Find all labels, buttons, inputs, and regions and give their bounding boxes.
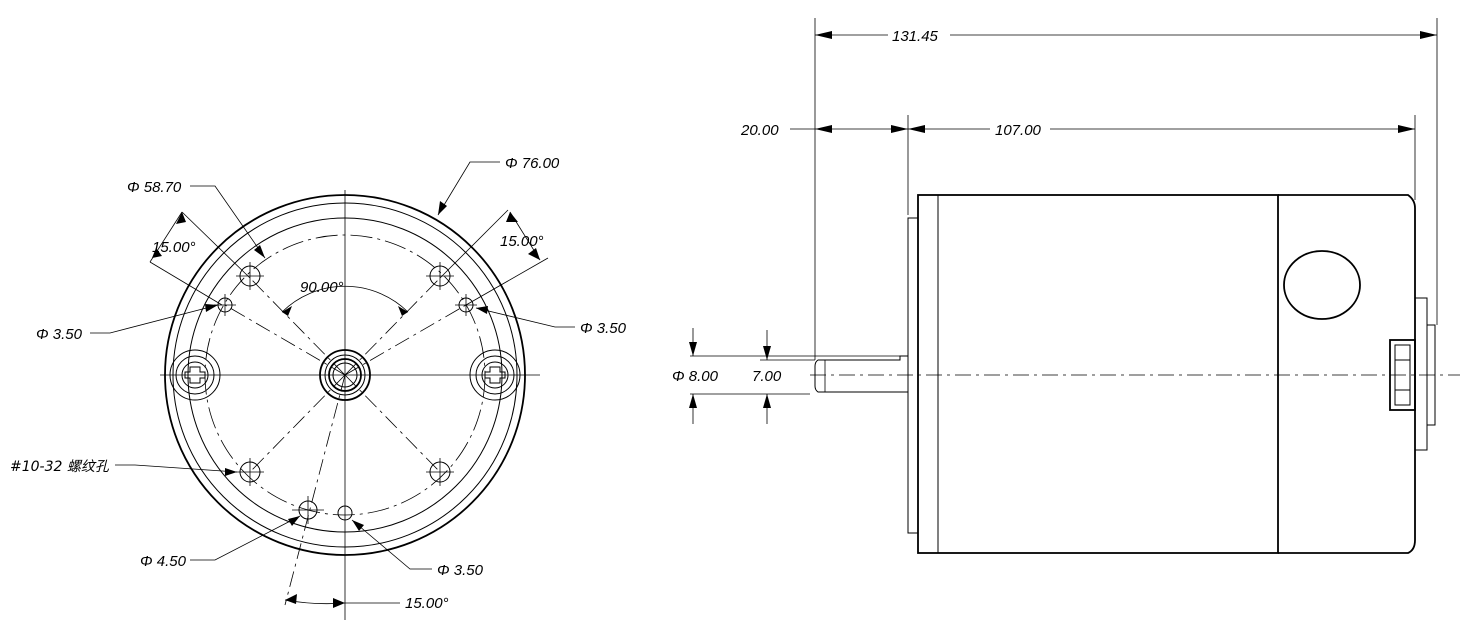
leader-hole-right [475, 307, 575, 328]
left-screw [169, 349, 221, 401]
side-view: 131.45 20.00 107.00 [672, 18, 1460, 554]
front-flange [907, 217, 919, 534]
hole-lr [426, 458, 454, 486]
ext-line-ur-15 [465, 257, 549, 306]
phillips-cross-right-icon [484, 366, 506, 384]
diag-line-right-hole [344, 304, 467, 376]
phillips-cross-left-icon [184, 366, 206, 384]
rear-plate [1414, 297, 1428, 451]
diag-line-left-hole [224, 304, 346, 376]
leader-thread [115, 464, 238, 473]
label-flat-height: 7.00 [752, 368, 782, 385]
leader-bc [190, 185, 266, 259]
flange-circle [187, 217, 503, 533]
shaft [814, 355, 908, 393]
outer-housing-circle [164, 194, 526, 556]
outer-housing-inner-circle [172, 202, 518, 548]
label-angle-center: 90.00° [300, 279, 344, 296]
front-view: Φ 76.00 Φ 58.70 15.00° 15.00° 90.00° Φ 3… [10, 155, 627, 620]
rear-nut-hex [1395, 359, 1410, 391]
ext-line-ul-15b [181, 211, 251, 279]
label-overall-length: 131.45 [892, 28, 939, 45]
rear-cap-port [1283, 250, 1361, 320]
label-hole-left: Φ 3.50 [36, 326, 83, 343]
leader-hole-left [90, 304, 219, 334]
hole-ul [236, 262, 264, 290]
center-shaft [319, 349, 371, 401]
hole-bottom-right [337, 505, 353, 521]
label-body-length: 107.00 [995, 122, 1042, 139]
label-angle-bottom: 15.00° [405, 595, 449, 612]
diag-line-ll [249, 374, 346, 473]
label-hole-bottom-left: Φ 4.50 [140, 553, 187, 570]
ext-line-ur-15b [439, 209, 509, 279]
label-hole-right: Φ 3.50 [580, 320, 627, 337]
angle-arc-90 [281, 285, 409, 313]
diag-line-ur [344, 277, 441, 376]
label-thread-hole: #10-32 螺纹孔 [10, 459, 110, 475]
label-hole-bottom-right: Φ 3.50 [437, 562, 484, 579]
label-bolt-circle: Φ 58.70 [127, 179, 182, 196]
diag-line-ul [249, 277, 346, 376]
leader-hole-bottom-left [190, 515, 301, 561]
label-shaft-length: 20.00 [740, 122, 779, 139]
label-angle-upper-left: 15.00° [152, 239, 196, 256]
hole-ur [426, 262, 454, 290]
label-outer-diameter: Φ 76.00 [505, 155, 560, 172]
right-screw [469, 349, 521, 401]
leader-hole-bottom-right [351, 519, 432, 570]
diag-line-lr [344, 374, 441, 473]
diag-line-bottom [284, 374, 346, 606]
label-angle-upper-right: 15.00° [500, 233, 544, 250]
leader-od [437, 161, 500, 216]
hole-ll [236, 458, 264, 486]
hole-right [455, 294, 477, 316]
ext-line-ul-15 [149, 261, 223, 306]
motor-body [917, 194, 1279, 554]
rear-cap [1278, 194, 1416, 554]
hole-bottom-left [292, 496, 324, 524]
label-shaft-diameter: Φ 8.00 [672, 368, 719, 385]
